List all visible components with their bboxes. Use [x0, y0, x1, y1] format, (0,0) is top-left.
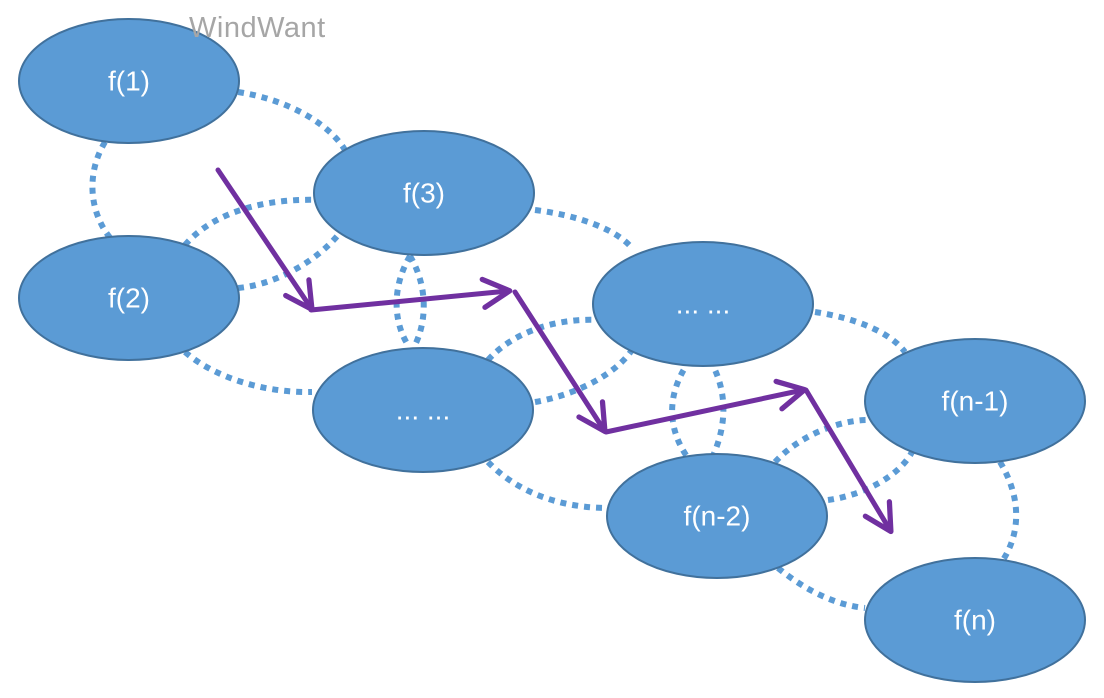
path-arrow-4	[603, 378, 808, 435]
node-ellipsis-upper-label: ... ...	[676, 289, 730, 320]
link-fn2-fn1	[772, 417, 869, 465]
node-f1-shape	[18, 18, 240, 144]
node-fn-shape	[864, 557, 1086, 683]
link-f3-dots-left	[393, 254, 413, 347]
path-arrow-5	[803, 387, 894, 535]
node-f1-label: f(1)	[108, 66, 150, 97]
node-f2[interactable]: f(2)	[18, 235, 240, 361]
node-ellipsis-upper-shape	[592, 241, 814, 367]
link-midhigh-fn2-left	[669, 358, 693, 460]
path-arrow-3	[512, 289, 608, 435]
node-fn-label: f(n)	[954, 605, 996, 636]
link-f3-dots-right	[407, 254, 427, 347]
node-f2-shape	[18, 235, 240, 361]
path-arrow-2	[308, 276, 513, 313]
node-f3[interactable]: f(3)	[313, 130, 535, 256]
link-dots-midhigh-lower	[534, 348, 635, 405]
link-f2-dots	[183, 349, 313, 396]
node-f3-shape	[313, 130, 535, 256]
link-f1-f3	[237, 89, 348, 152]
node-ellipsis-lower-shape	[312, 347, 534, 473]
node-fn[interactable]: f(n)	[864, 557, 1086, 683]
node-fn1-label: f(n-1)	[942, 386, 1009, 417]
watermark-text: WindWant	[189, 12, 326, 44]
path-arrow-1	[215, 167, 315, 313]
node-fn2[interactable]: f(n-2)	[606, 453, 828, 579]
node-ellipsis-lower[interactable]: ... ...	[312, 347, 534, 473]
node-ellipsis-lower-label: ... ...	[396, 395, 450, 426]
evaluation-path	[215, 167, 894, 535]
nodes: f(1) f(2) f(3) ... ... ... ... f(n-2)	[18, 18, 1086, 683]
node-f3-label: f(3)	[403, 178, 445, 209]
link-f2-f3	[182, 196, 321, 247]
link-midhigh-fn2-right	[707, 358, 727, 460]
link-f1-f2	[89, 140, 115, 242]
node-f2-label: f(2)	[108, 283, 150, 314]
link-fn2-fn	[776, 565, 866, 611]
node-fn2-shape	[606, 453, 828, 579]
link-fn1-fn	[997, 460, 1020, 562]
node-f1[interactable]: f(1)	[18, 18, 240, 144]
node-fn1[interactable]: f(n-1)	[864, 338, 1086, 464]
link-dots-fn2	[485, 459, 609, 511]
node-ellipsis-upper[interactable]: ... ...	[592, 241, 814, 367]
node-fn1-shape	[864, 338, 1086, 464]
link-f2-f3-lower	[237, 228, 345, 291]
link-midhigh-fn1	[814, 309, 908, 354]
node-fn2-label: f(n-2)	[684, 501, 751, 532]
link-f3-midhigh	[534, 207, 635, 251]
